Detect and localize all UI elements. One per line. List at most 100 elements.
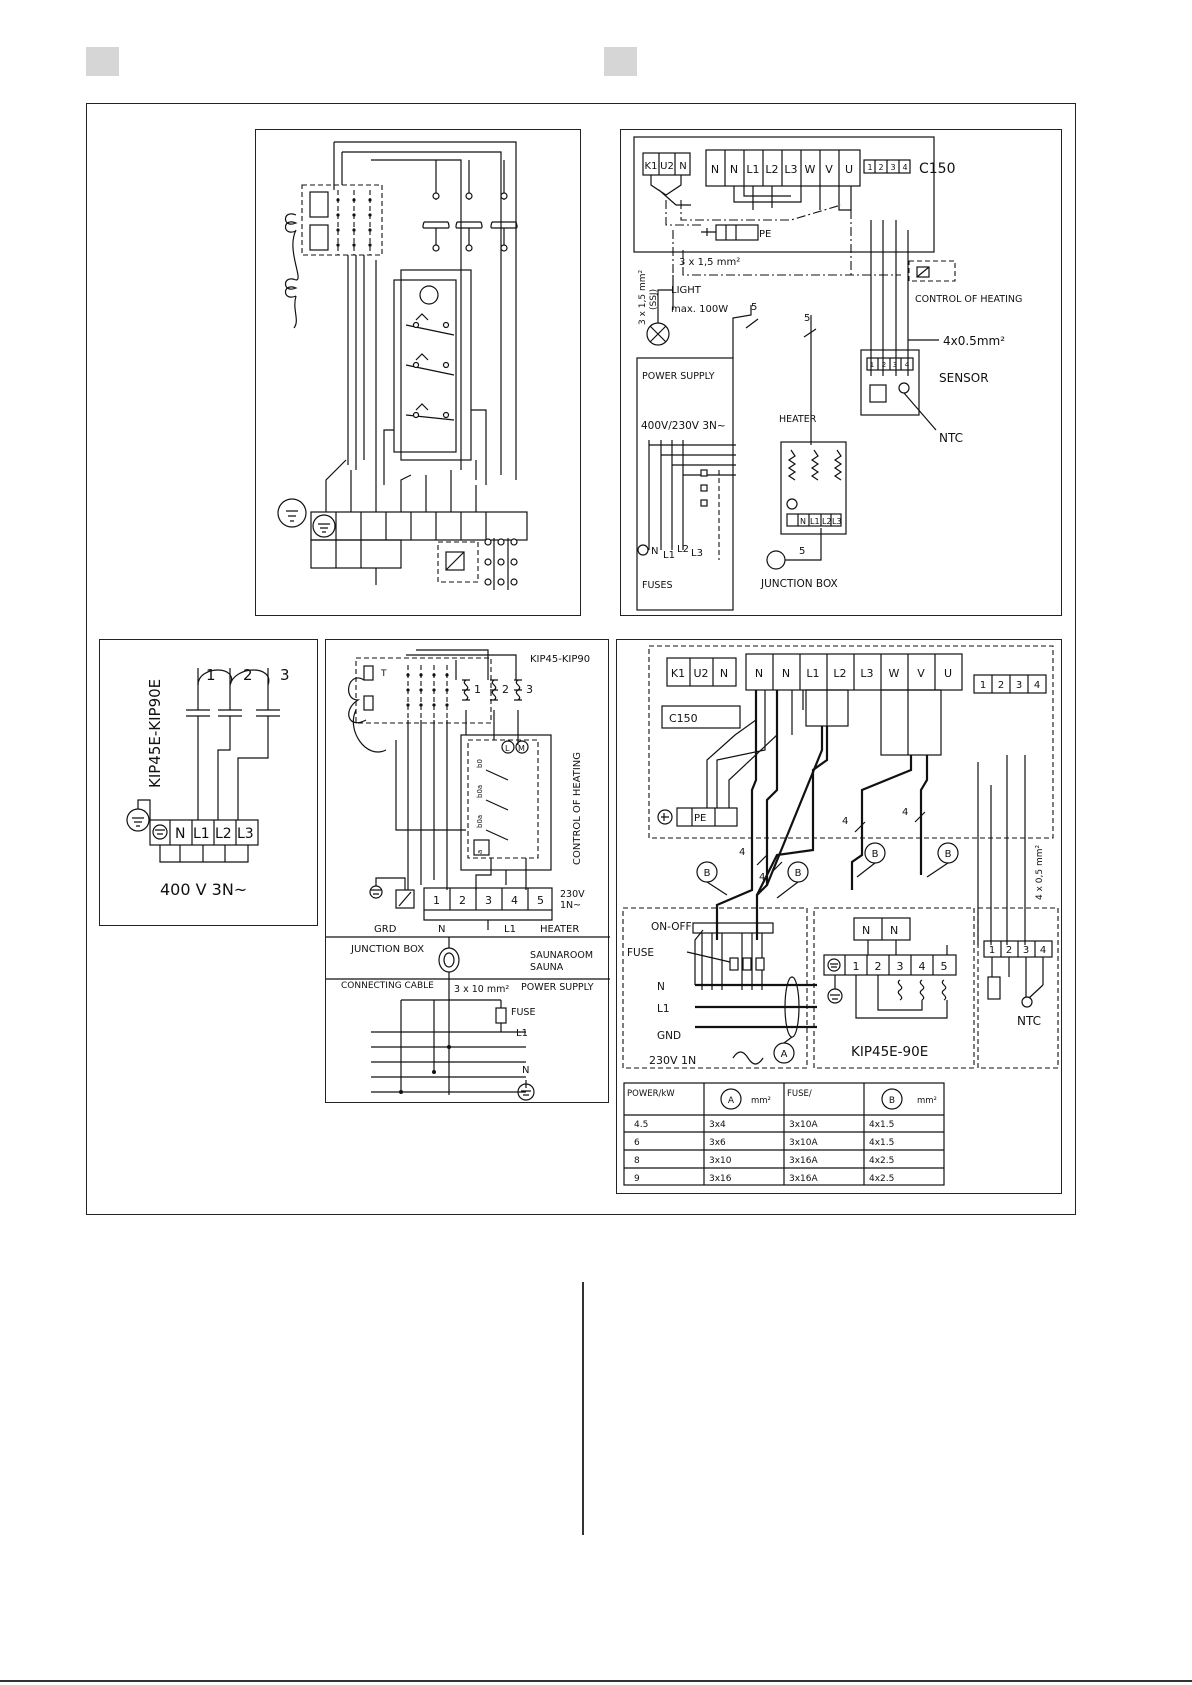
heater-term-l2: L2 [822, 517, 832, 526]
br-heater-top-n1: N [862, 924, 870, 937]
circuit-3: 3 [280, 666, 290, 684]
callout-b-2: B [795, 868, 802, 879]
br-fuse-label: FUSE [627, 947, 654, 959]
br-small-3: 3 [1016, 680, 1022, 691]
br-voltage-label: 230V 1N [649, 1054, 696, 1067]
br-heater-term-4: 4 [919, 960, 926, 973]
sensor-label: SENSOR [939, 371, 989, 385]
c150-wiring-panel: K1 U2 N N N L1 L2 L3 W V U [620, 129, 1062, 616]
internal-wiring-drawing [277, 141, 528, 590]
kip45-term-2: 2 [459, 894, 466, 907]
kip45e-term-l1: L1 [193, 826, 210, 842]
c150-small-2: 2 [878, 163, 883, 172]
relay-label-b0a-1: b0a [476, 785, 484, 798]
table-row-4-power: 9 [634, 1174, 640, 1184]
table-row-3-fuse: 3x16A [789, 1156, 819, 1166]
br-heater-top-n2: N [890, 924, 898, 937]
sensor-term-3: 3 [893, 361, 897, 369]
kip45-control-label: CONTROL OF HEATING [572, 752, 583, 865]
br-wire-count-d: 4 [902, 807, 908, 818]
callout-b-1: B [704, 868, 711, 879]
kip45-term-4: 4 [511, 894, 518, 907]
sensor-term-2: 2 [882, 361, 886, 369]
supply-term-l3: L3 [691, 548, 703, 559]
c150-small-1: 1 [867, 163, 872, 172]
kip45-voltage-line2: 1N~ [560, 900, 581, 911]
kip45-connecting-cable-label: CONNECTING CABLE [341, 981, 434, 991]
table-row-1-b: 4x1.5 [869, 1120, 894, 1130]
br-sensor-term-4: 4 [1040, 945, 1046, 956]
sensor-term-1: 1 [870, 361, 874, 369]
br-term-n1: N [755, 667, 763, 680]
table-head-b-callout: B [889, 1096, 895, 1106]
br-term-k1: K1 [671, 667, 685, 680]
c150-cable-vertical: 3 x 1,5 mm² [638, 270, 648, 325]
c150-term-n2: N [730, 163, 738, 176]
c150-term-v: V [825, 163, 833, 176]
c150-cable-vertical-sub: (SSJ) [649, 289, 659, 310]
br-wire-count-c: 4 [842, 816, 848, 827]
c150-term-l1: L1 [746, 163, 759, 176]
kip45-l1-label: L1 [504, 924, 516, 935]
kip45-drawing: KIP45-KIP90 T 1 2 3 [326, 649, 610, 1101]
c150-term-w: W [805, 163, 816, 176]
bottom-rule [0, 1680, 1192, 1682]
kip45-n-label: N [438, 924, 445, 935]
table-row-2-power: 6 [634, 1138, 640, 1148]
br-heater-term-2: 2 [875, 960, 882, 973]
circuit-2: 2 [243, 666, 253, 684]
kip45-line-n: N [522, 1065, 529, 1076]
kip45-junction-box-label: JUNCTION BOX [350, 944, 424, 955]
kip45-circuit-3: 3 [526, 683, 533, 696]
light-label: LIGHT [671, 285, 702, 296]
c150-term-n1: N [711, 163, 719, 176]
kip45e-term-l2: L2 [215, 826, 232, 842]
br-small-1: 1 [980, 680, 986, 691]
contactor-t-label: T [380, 669, 387, 679]
c150-wiring-drawing: K1 U2 N N N L1 L2 L3 W V U [633, 136, 1022, 611]
br-term-n: N [720, 667, 728, 680]
supply-term-l2: L2 [677, 544, 689, 555]
br-kip45e-model-label: KIP45E-90E [851, 1044, 928, 1060]
br-on-off-label: ON-OFF [651, 921, 692, 933]
callout-b-3: B [872, 849, 879, 860]
kip45-circuit-2: 2 [502, 683, 509, 696]
c150-term-l2: L2 [765, 163, 778, 176]
heater-term-n: N [800, 517, 806, 526]
br-heater-term-3: 3 [897, 960, 904, 973]
fuses-label: FUSES [642, 580, 672, 591]
column-divider [582, 1282, 584, 1535]
br-wire-count-b: 4 [759, 872, 765, 883]
br-term-w: W [889, 667, 900, 680]
table-row-2-b: 4x1.5 [869, 1138, 894, 1148]
kip45-sauna-label: SAUNA [530, 962, 564, 973]
sensor-cable-label: 4x0.5mm² [943, 334, 1005, 348]
kip45-line-l1: L1 [516, 1028, 528, 1039]
br-wire-count-a: 4 [739, 847, 745, 858]
kip45-cable-size-label: 3 x 10 mm² [454, 984, 509, 995]
section-marker-right [604, 47, 637, 76]
power-supply-label: POWER SUPPLY [642, 371, 715, 382]
kip45e-kip90e-panel: KIP45E-KIP90E 1 2 3 N L1 L2 L3 [99, 639, 318, 926]
section-marker-left [86, 47, 119, 76]
br-term-u2: U2 [693, 667, 708, 680]
heater-internal-wiring-panel [255, 129, 581, 616]
kip45e-term-l3: L3 [237, 826, 254, 842]
junction-box-label: JUNCTION BOX [760, 578, 838, 590]
kip45-saunaroom-label: SAUNAROOM [530, 950, 593, 961]
junction-wire-count: 5 [799, 546, 805, 557]
br-sensor-term-1: 1 [989, 945, 995, 956]
br-line-l1-label: L1 [657, 1003, 670, 1015]
br-sensor-term-3: 3 [1023, 945, 1029, 956]
callout-a-1: A [781, 1049, 788, 1060]
c150-term-l3: L3 [784, 163, 797, 176]
c150-small-4: 4 [902, 163, 907, 172]
c150-term-u2: U2 [660, 161, 674, 172]
table-row-3-b: 4x2.5 [869, 1156, 894, 1166]
br-heater-term-5: 5 [941, 960, 948, 973]
heater-label: HEATER [779, 414, 817, 425]
table-row-1-fuse: 3x10A [789, 1120, 819, 1130]
br-term-v: V [917, 667, 925, 680]
c150-term-k1: K1 [645, 161, 658, 172]
power-supply-voltage: 400V/230V 3N~ [641, 420, 726, 432]
